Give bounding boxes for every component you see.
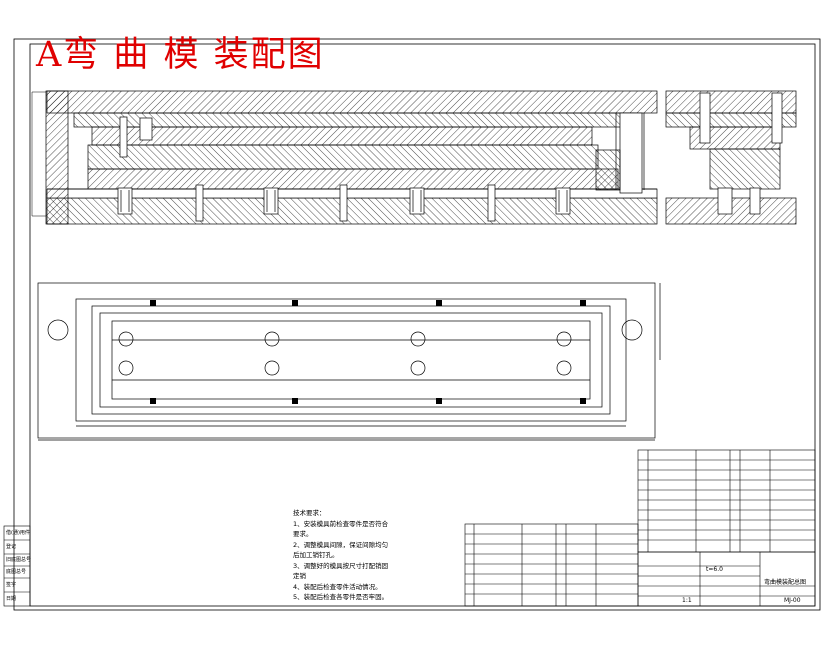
parts-list-right: [637, 449, 816, 553]
side-label: 签字: [6, 582, 17, 588]
drawing-title: A弯 曲 模 装配图: [36, 35, 325, 75]
title-block-drawing-no: MJ-00: [784, 597, 801, 604]
note-line: 4、装配后检查零件活动情况。: [293, 582, 382, 591]
title-block: [637, 551, 816, 607]
side-label-boxes: [3, 525, 31, 607]
note-line: 2、调整模具间隙，保证间隙均匀: [293, 540, 389, 549]
outer-border: [13, 38, 821, 611]
technical-notes: 技术要求： 1、安装模具前检查零件是否符合 要求。 2、调整模具间隙，保证间隙均…: [293, 508, 413, 603]
front-section-view: [45, 90, 658, 225]
parts-list-bottom: [464, 523, 639, 607]
side-section-view: [665, 90, 797, 225]
side-label: 底图总号: [6, 569, 27, 575]
side-label: 日期: [6, 596, 17, 602]
part-balloons-left: [31, 91, 46, 217]
notes-heading: 技术要求：: [293, 509, 326, 517]
inner-border: [29, 43, 816, 607]
note-line: 要求。: [293, 530, 313, 538]
note-line: 1、安装模具前检查零件是否符合: [293, 519, 389, 528]
title-block-ratio: t=6.0: [706, 566, 723, 573]
title-block-name: 弯曲模装配总图: [764, 579, 807, 586]
side-label: 登记: [6, 544, 17, 550]
plan-view: [37, 282, 661, 441]
note-line: 后加工销钉孔。: [293, 551, 339, 559]
side-label: 旧底图总号: [6, 557, 32, 563]
side-label: 借(通)用件: [6, 530, 30, 536]
note-line: 5、装配后检查各零件是否牢固。: [293, 593, 389, 601]
note-line: 定销: [293, 572, 306, 580]
title-block-scale: 1:1: [682, 597, 692, 604]
note-line: 3、调整好的模具按尺寸打配销固: [293, 561, 389, 570]
